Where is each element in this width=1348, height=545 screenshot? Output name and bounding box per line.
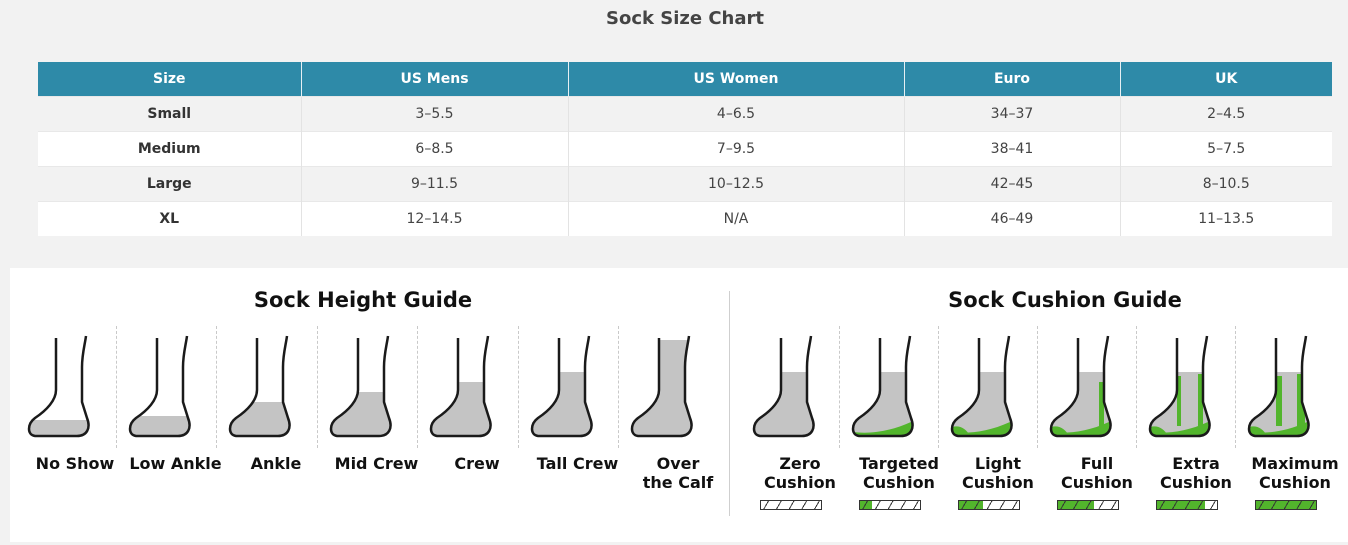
item-separator: [618, 326, 619, 448]
height-guide-title: Sock Height Guide: [253, 288, 473, 312]
cushion-level-meter: [859, 500, 921, 510]
guide-item-label: Extra Cushion: [1160, 454, 1232, 492]
guide-item-label: No Show: [35, 454, 115, 473]
item-separator: [1235, 326, 1236, 448]
size-cell: Medium: [38, 131, 302, 167]
guide-item-label: Zero Cushion: [764, 454, 836, 492]
guide-item-label: Tall Crew: [536, 454, 619, 473]
size-cell: XL: [38, 201, 302, 236]
us-mens-cell: 6–8.5: [301, 131, 569, 167]
guide-item-label: Low Ankle: [129, 454, 222, 473]
column-header-uk: UK: [1120, 62, 1332, 97]
table-row: Large 9–11.5 10–12.5 42–45 8–10.5: [38, 166, 1332, 202]
us-women-cell: 4–6.5: [568, 96, 905, 132]
column-header-us-mens: US Mens: [301, 62, 569, 97]
crew-sock-icon: [429, 335, 492, 438]
table-row: Medium 6–8.5 7–9.5 38–41 5–7.5: [38, 131, 1332, 167]
light-cushion-sock-icon: [950, 335, 1013, 438]
item-separator: [938, 326, 939, 448]
full-cushion-sock-icon: [1049, 335, 1112, 438]
cushion-level-stripes: [860, 501, 920, 509]
us-women-cell: N/A: [568, 201, 905, 236]
tall-crew-sock-icon: [530, 335, 593, 438]
cushion-level-stripes: [1058, 501, 1118, 509]
cushion-level-meter: [1057, 500, 1119, 510]
uk-cell: 11–13.5: [1120, 201, 1332, 236]
targeted-cushion-sock-icon: [851, 335, 914, 438]
guide-item-label: Mid Crew: [334, 454, 419, 473]
guide-item-label: Light Cushion: [962, 454, 1034, 492]
item-separator: [216, 326, 217, 448]
column-header-size: Size: [38, 62, 302, 97]
us-women-cell: 7–9.5: [568, 131, 905, 167]
low-ankle-sock-icon: [128, 335, 191, 438]
euro-cell: 38–41: [904, 131, 1121, 167]
extra-cushion-sock-icon: [1148, 335, 1211, 438]
guide-item-label: Targeted Cushion: [859, 454, 939, 492]
sock-guides-panel: Sock Height Guide Sock Cushion Guide No …: [10, 268, 1348, 542]
cushion-level-meter: [1156, 500, 1218, 510]
maximum-cushion-sock-icon: [1247, 335, 1310, 438]
guide-item-label: Maximum Cushion: [1251, 454, 1339, 492]
item-separator: [115, 326, 117, 448]
guide-item-label: Full Cushion: [1061, 454, 1133, 492]
size-cell: Large: [38, 166, 302, 202]
uk-cell: 8–10.5: [1120, 166, 1332, 202]
item-separator: [417, 326, 418, 448]
us-mens-cell: 3–5.5: [301, 96, 569, 132]
column-header-us-women: US Women: [568, 62, 905, 97]
cushion-level-meter: [760, 500, 822, 510]
table-row: XL 12–14.5 N/A 46–49 11–13.5: [38, 201, 1332, 236]
uk-cell: 5–7.5: [1120, 131, 1332, 167]
size-cell: Small: [38, 96, 302, 132]
no-show-sock-icon: [27, 335, 90, 438]
column-header-euro: Euro: [904, 62, 1121, 97]
cushion-guide-title: Sock Cushion Guide: [948, 288, 1182, 312]
cushion-level-stripes: [761, 501, 821, 509]
zero-cushion-sock-icon: [752, 335, 815, 438]
size-chart-table: Size US Mens US Women Euro UK Small 3–5.…: [38, 62, 1332, 236]
item-separator: [1037, 326, 1038, 448]
euro-cell: 34–37: [904, 96, 1121, 132]
euro-cell: 46–49: [904, 201, 1121, 236]
cushion-level-meter: [1255, 500, 1317, 510]
us-women-cell: 10–12.5: [568, 166, 905, 202]
mid-crew-sock-icon: [329, 335, 392, 438]
cushion-level-stripes: [959, 501, 1019, 509]
guide-divider: [729, 291, 730, 516]
guide-item-label: Crew: [454, 454, 500, 473]
cushion-level-stripes: [1256, 501, 1316, 509]
uk-cell: 2–4.5: [1120, 96, 1332, 132]
item-separator: [517, 326, 519, 448]
us-mens-cell: 9–11.5: [301, 166, 569, 202]
table-row: Small 3–5.5 4–6.5 34–37 2–4.5: [38, 96, 1332, 132]
us-mens-cell: 12–14.5: [301, 201, 569, 236]
cushion-level-stripes: [1157, 501, 1217, 509]
ankle-sock-icon: [228, 335, 291, 438]
table-header-row: Size US Mens US Women Euro UK: [38, 62, 1332, 97]
item-separator: [839, 326, 840, 448]
item-separator: [316, 326, 318, 448]
guide-item-label: Ankle: [250, 454, 302, 473]
guide-item-label: Over the Calf: [642, 454, 714, 492]
page-title: Sock Size Chart: [606, 8, 764, 29]
cushion-level-meter: [958, 500, 1020, 510]
euro-cell: 42–45: [904, 166, 1121, 202]
over-the-calf-sock-icon: [630, 335, 693, 438]
item-separator: [1136, 326, 1137, 448]
